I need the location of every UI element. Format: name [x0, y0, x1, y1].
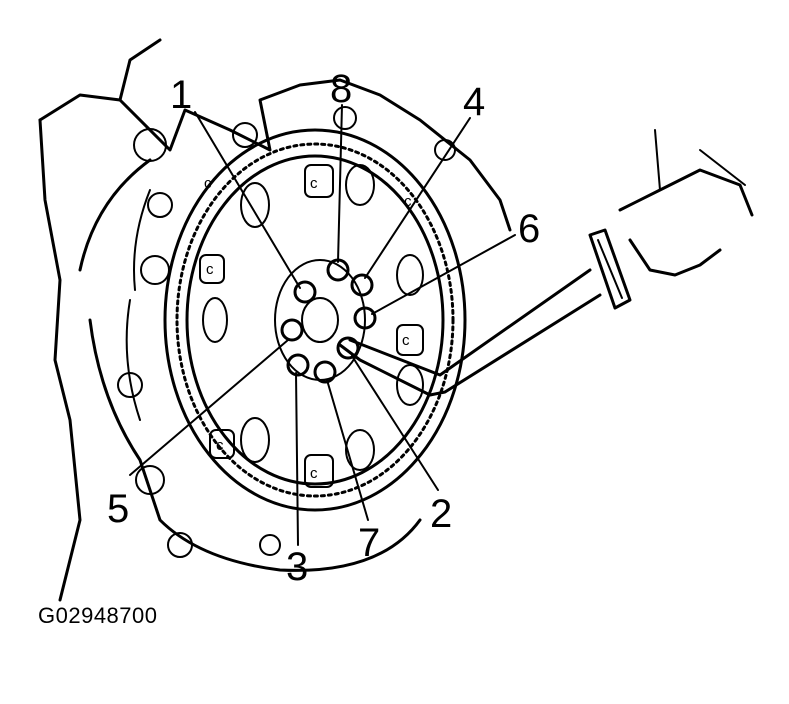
svg-text:c: c	[402, 332, 410, 349]
callout-2: 2	[430, 492, 452, 536]
callout-8: 8	[330, 67, 352, 111]
svg-text:c: c	[206, 261, 214, 278]
callout-3: 3	[286, 545, 308, 589]
leader-lines	[129, 104, 516, 546]
callout-5: 5	[107, 487, 129, 531]
svg-text:c: c	[404, 193, 412, 210]
callout-4: 4	[463, 80, 485, 124]
hand-icon	[618, 129, 754, 277]
callout-7: 7	[358, 521, 380, 565]
svg-text:c: c	[216, 437, 224, 454]
figure-code: G02948700	[38, 603, 158, 628]
svg-text:c: c	[204, 175, 212, 192]
callout-1: 1	[170, 73, 192, 117]
callout-6: 6	[518, 207, 540, 251]
flywheel-illustration-icon: c c c c c c c	[163, 128, 467, 512]
svg-text:c: c	[310, 465, 318, 482]
engine-block-icon	[38, 38, 512, 602]
torque-wrench-icon	[338, 228, 632, 397]
svg-text:c: c	[310, 175, 318, 192]
